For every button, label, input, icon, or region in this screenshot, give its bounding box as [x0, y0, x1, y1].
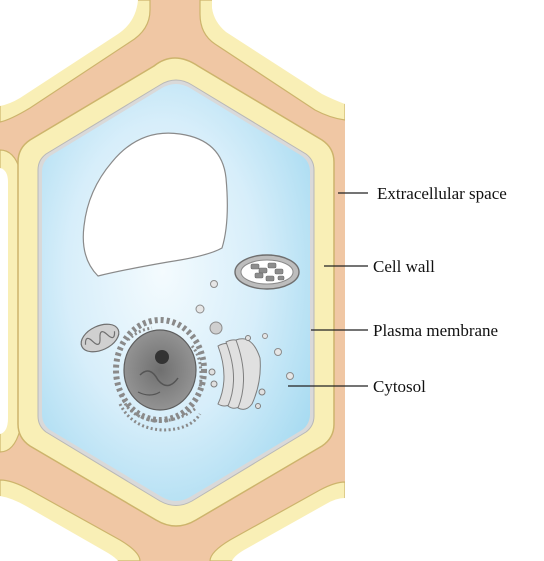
label-extracellular-space: Extracellular space — [377, 184, 507, 203]
label-cytosol: Cytosol — [373, 377, 426, 396]
label-plasma-membrane: Plasma membrane — [373, 321, 498, 340]
label-cell-wall: Cell wall — [373, 257, 435, 276]
chloroplast — [235, 255, 299, 289]
